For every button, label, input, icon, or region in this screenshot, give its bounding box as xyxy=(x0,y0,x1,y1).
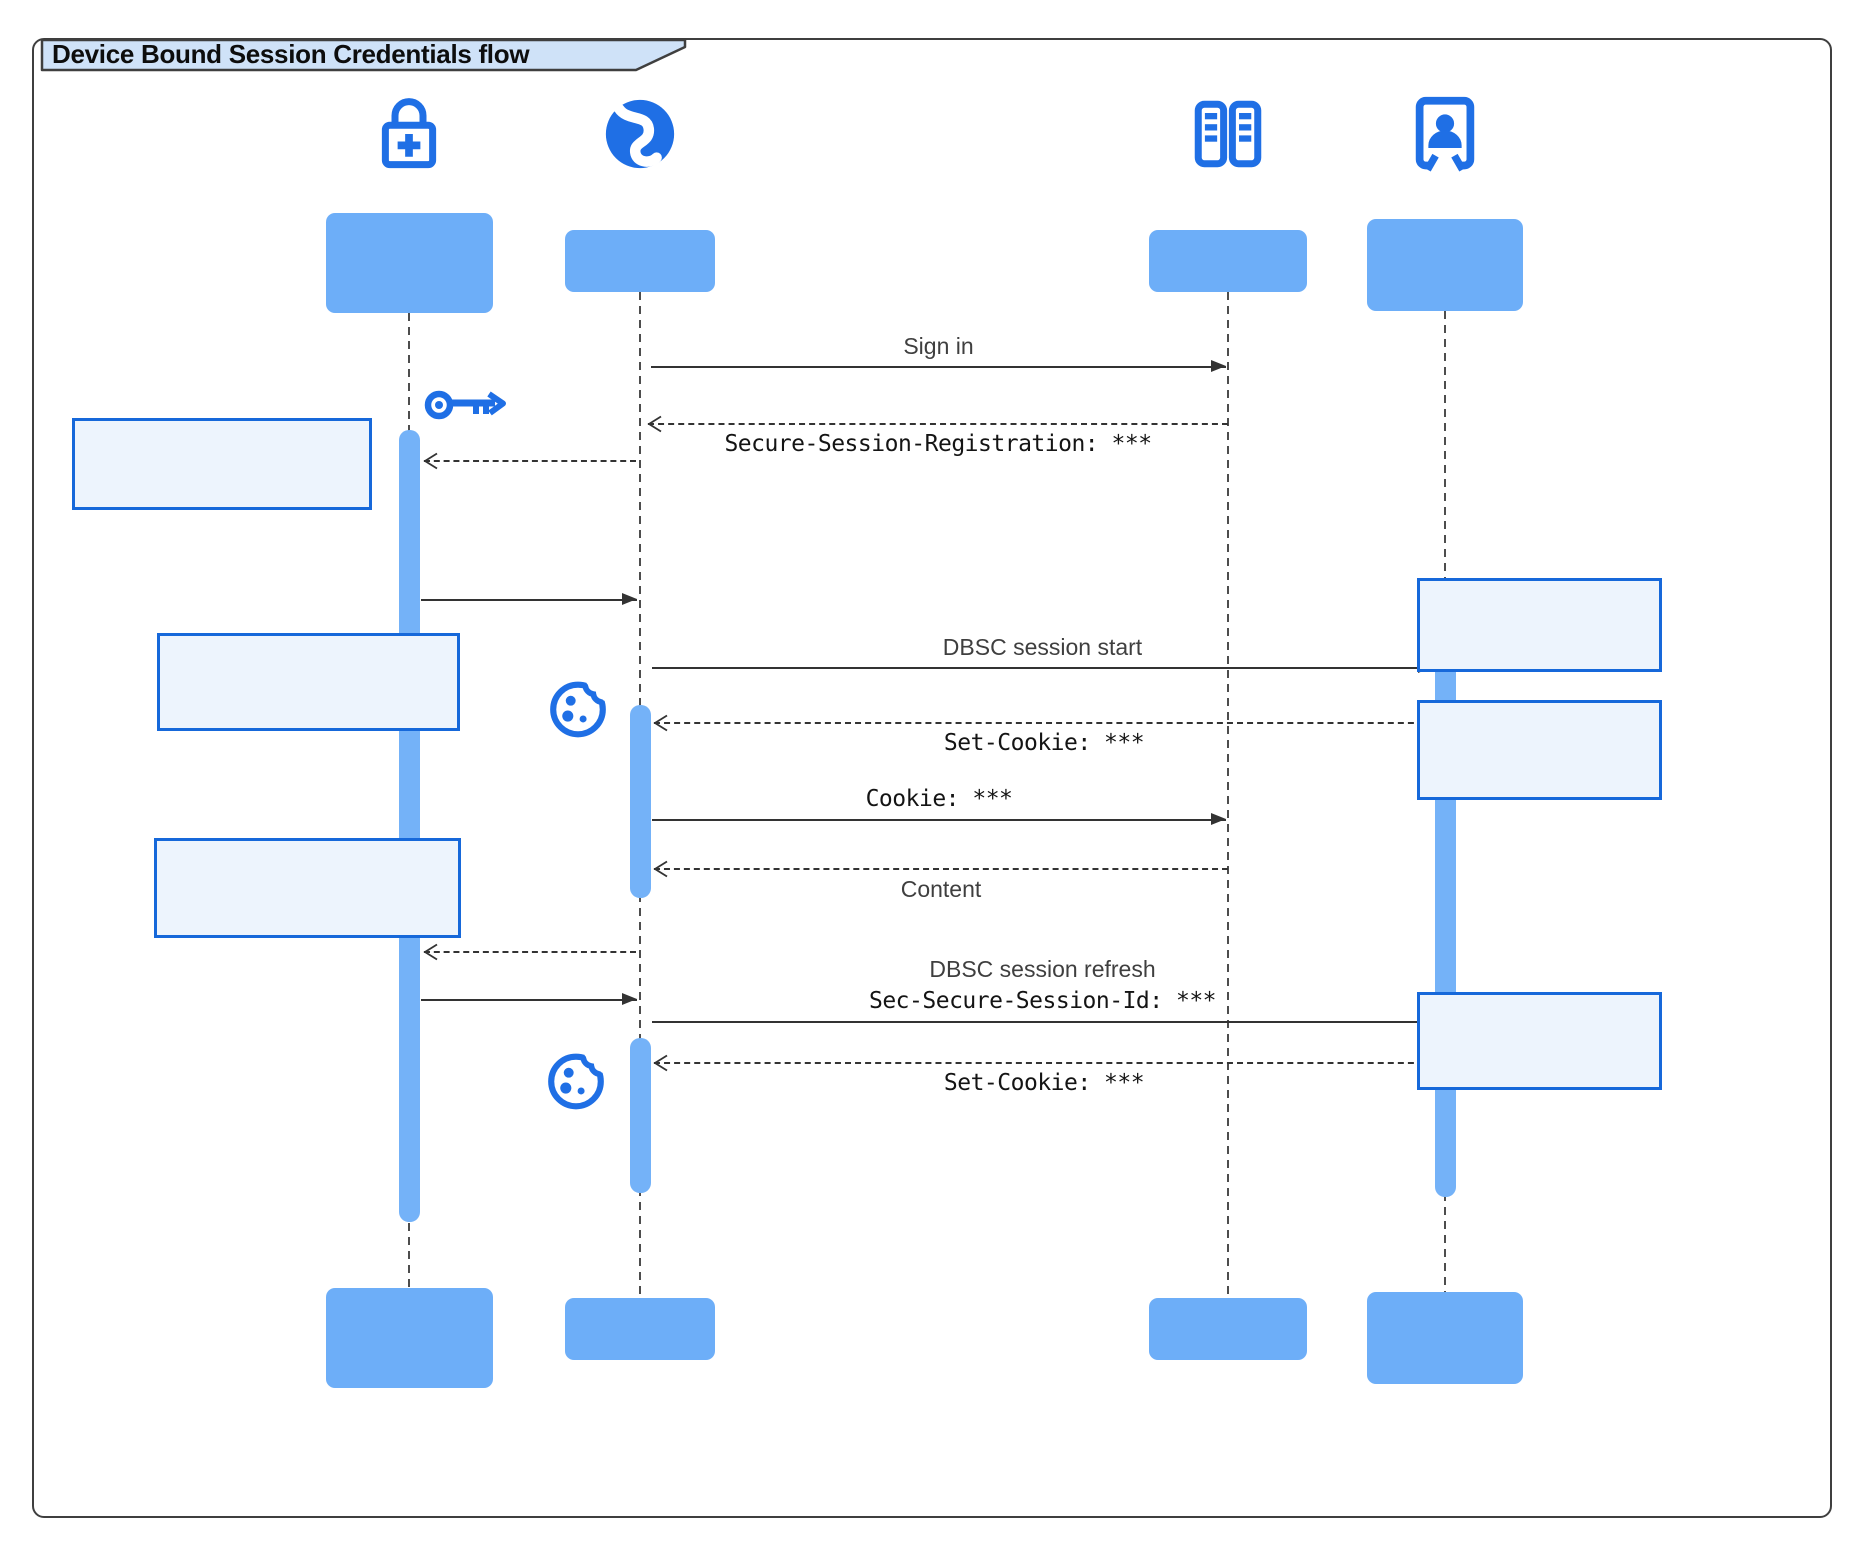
title-tab: Device Bound Session Credentials flow xyxy=(40,38,688,72)
message-label-4: DBSC session start xyxy=(942,634,1143,660)
message-arrowhead-11 xyxy=(651,1053,671,1073)
actor-label-bottom-server xyxy=(1149,1298,1307,1360)
message-label-11: Set-Cookie: *** xyxy=(943,1070,1145,1096)
activation-bar-browser xyxy=(629,1038,651,1193)
message-label2-10: Sec-Secure-Session-Id: *** xyxy=(868,988,1217,1014)
message-line-3 xyxy=(421,599,637,601)
message-arrowhead-2 xyxy=(421,451,441,471)
actor-label-top-tpm xyxy=(325,213,493,313)
message-arrowhead-1 xyxy=(645,414,665,434)
note-cookie-refreshed xyxy=(1417,992,1662,1090)
message-arrowhead-6 xyxy=(1211,813,1226,825)
note-key-registered xyxy=(72,418,372,510)
message-arrowhead-7 xyxy=(651,859,671,879)
message-line-0 xyxy=(651,366,1226,368)
message-line-7 xyxy=(654,868,1228,870)
message-line-2 xyxy=(424,460,636,462)
message-arrowhead-9 xyxy=(622,993,637,1005)
lock-plus-icon xyxy=(367,92,451,176)
message-line-4 xyxy=(652,667,1433,669)
message-arrowhead-3 xyxy=(622,593,637,605)
message-arrowhead-0 xyxy=(1211,360,1226,372)
note-session-established xyxy=(157,633,460,731)
actor-label-top-browser xyxy=(565,230,715,292)
actor-label-bottom-dbsc xyxy=(1367,1292,1523,1384)
message-label-5: Set-Cookie: *** xyxy=(943,730,1145,756)
message-label-6: Cookie: *** xyxy=(865,786,1013,812)
actor-label-top-server xyxy=(1149,230,1307,292)
note-cookie-expired xyxy=(154,838,461,938)
message-label-0: Sign in xyxy=(903,333,974,359)
message-label-10: DBSC session refresh xyxy=(929,956,1156,982)
message-label-1: Secure-Session-Registration: *** xyxy=(724,431,1152,457)
activation-bar-browser xyxy=(629,705,651,898)
message-line-9 xyxy=(421,999,637,1001)
message-arrowhead-5 xyxy=(651,713,671,733)
actor-label-top-dbsc xyxy=(1367,219,1523,311)
title-tab-shape xyxy=(40,38,687,72)
vault-person-icon xyxy=(1403,92,1487,176)
message-line-1 xyxy=(648,423,1228,425)
message-line-8 xyxy=(424,951,636,953)
actor-label-bottom-tpm xyxy=(325,1288,493,1388)
activation-bar-tpm xyxy=(398,430,420,1222)
message-line-5 xyxy=(654,722,1434,724)
cookie-icon xyxy=(543,672,613,744)
page-title: Device Bound Session Credentials flow xyxy=(52,39,530,69)
diagram-frame xyxy=(32,38,1832,1518)
message-line-11 xyxy=(654,1062,1434,1064)
key-icon xyxy=(423,378,509,432)
message-line-10 xyxy=(652,1021,1433,1023)
actor-label-bottom-browser xyxy=(565,1298,715,1360)
message-arrowhead-8 xyxy=(421,942,441,962)
message-label-7: Content xyxy=(900,876,982,902)
message-line-6 xyxy=(652,819,1226,821)
server-rack-icon xyxy=(1186,92,1270,176)
globe-icon xyxy=(598,92,682,176)
cookie-icon xyxy=(541,1044,611,1116)
lifeline-server xyxy=(1227,292,1229,1298)
note-public-key-stored xyxy=(1417,578,1662,672)
note-cookie-issued xyxy=(1417,700,1662,800)
